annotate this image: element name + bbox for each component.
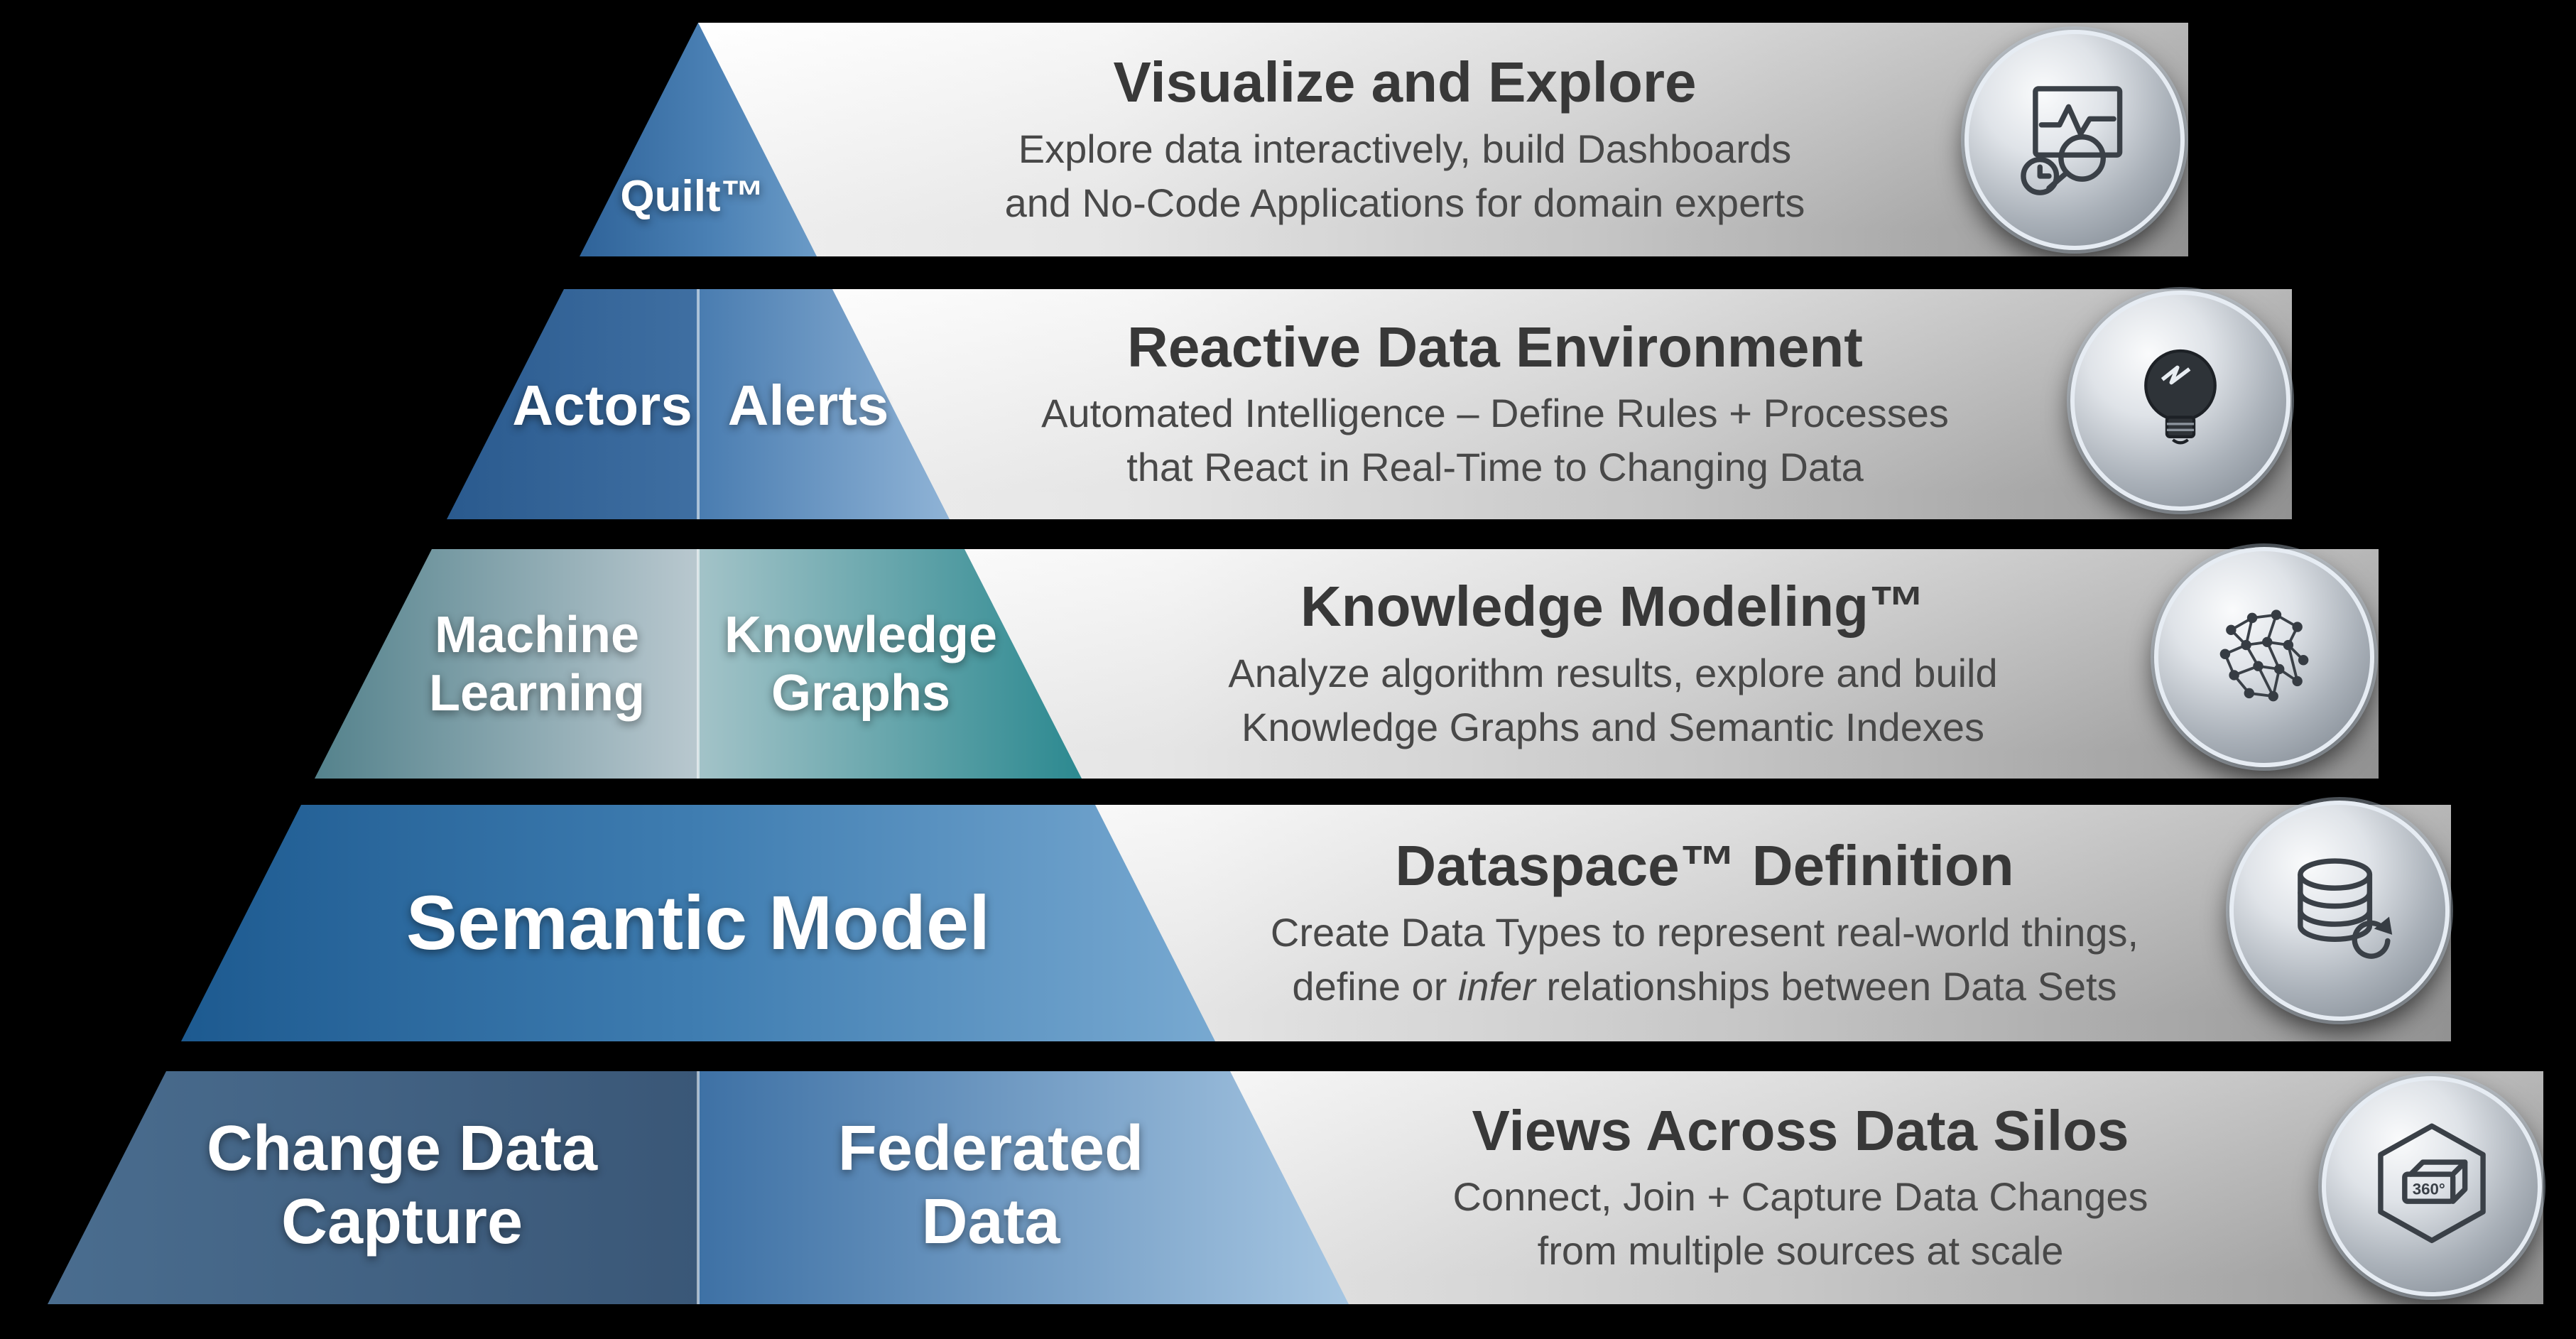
pyramid-label-actors: Actors xyxy=(512,374,692,437)
layer-description-line1: Automated Intelligence – Define Rules + … xyxy=(1041,391,1949,436)
layer-title: Dataspace™ Definition xyxy=(1395,834,2014,898)
layer-description-line2: define or infer relationships between Da… xyxy=(1271,960,2138,1014)
segment-divider xyxy=(697,549,700,779)
pyramid-label-change-data-capture: Change Data Capture xyxy=(207,1112,597,1258)
layer-title: Views Across Data Silos xyxy=(1472,1098,2129,1162)
layer-description-line2: Knowledge Graphs and Semantic Indexes xyxy=(1241,704,1984,749)
layer-description-line2: that React in Real-Time to Changing Data xyxy=(1126,445,1864,490)
dashboard-magnifier-clock-icon xyxy=(1964,30,2185,250)
layer-description-line2: and No-Code Applications for domain expe… xyxy=(1004,180,1805,225)
layer-bar xyxy=(698,23,2188,256)
layer-row-reactive-data-environment: Actors Alerts Reactive Data Environment … xyxy=(0,289,2576,519)
layer-text-block: Knowledge Modeling™ Analyze algorithm re… xyxy=(1228,549,1997,779)
pyramid-label-machine-learning: Machine Learning xyxy=(429,606,645,722)
pyramid-segment-federated-data xyxy=(698,1071,1349,1304)
description-text: define or xyxy=(1292,963,1458,1009)
pyramid-label-line: Federated xyxy=(837,1113,1144,1184)
layer-row-dataspace-definition: Semantic Model Dataspace™ Definition Cre… xyxy=(0,801,2576,1041)
layer-text-block: Visualize and Explore Explore data inter… xyxy=(1005,23,1805,256)
icon-360-text: 360° xyxy=(2413,1181,2445,1198)
pyramid-segment-change-data-capture xyxy=(48,1071,698,1304)
knowledge-graph-icon-svg xyxy=(2219,609,2309,702)
database-sync-icon-svg xyxy=(2298,858,2393,959)
lightbulb-icon xyxy=(2070,291,2290,511)
layer-description: Connect, Join + Capture Data Changes fro… xyxy=(1452,1170,2148,1278)
pyramid-label-knowledge-graphs: Knowledge Graphs xyxy=(724,606,997,722)
layer-text-block: Dataspace™ Definition Create Data Types … xyxy=(1271,805,2138,1041)
pyramid-label-line: Machine xyxy=(434,607,640,663)
layer-title: Knowledge Modeling™ xyxy=(1300,575,1925,639)
layer-description: Create Data Types to represent real-worl… xyxy=(1271,906,2138,1014)
pyramid-label-line: Change Data xyxy=(206,1113,598,1184)
pyramid-label-quilt: Quilt™ xyxy=(620,172,765,221)
hexagon-360-icon-svg: 360° xyxy=(2378,1123,2486,1244)
database-sync-icon xyxy=(2229,801,2450,1021)
pyramid-label-federated-data: Federated Data xyxy=(838,1112,1143,1258)
pyramid-label-line: Learning xyxy=(428,665,646,722)
pyramid-label-line: Graphs xyxy=(771,665,951,722)
layer-description: Automated Intelligence – Define Rules + … xyxy=(1041,386,1949,494)
layer-description: Analyze algorithm results, explore and b… xyxy=(1228,646,1997,754)
lightbulb-icon-svg xyxy=(2144,349,2217,445)
layer-description-line1: Analyze algorithm results, explore and b… xyxy=(1228,650,1998,695)
layer-text-block: Reactive Data Environment Automated Inte… xyxy=(1041,289,1949,519)
segment-divider xyxy=(697,1071,700,1304)
pyramid-label-semantic-model: Semantic Model xyxy=(406,879,991,965)
pyramid-label-line: Capture xyxy=(281,1186,523,1257)
pyramid-label-alerts: Alerts xyxy=(727,374,889,437)
layer-text-block: Views Across Data Silos Connect, Join + … xyxy=(1452,1071,2148,1304)
description-italic-text: infer xyxy=(1457,963,1536,1009)
hexagon-360-icon: 360° xyxy=(2322,1076,2542,1296)
knowledge-graph-icon xyxy=(2154,547,2374,767)
description-text: relationships between Data Sets xyxy=(1535,963,2117,1009)
layer-row-views-across-data-silos: Change Data Capture Federated Data Views… xyxy=(0,1071,2576,1304)
layer-title: Visualize and Explore xyxy=(1113,50,1697,114)
layer-row-knowledge-modeling: Machine Learning Knowledge Graphs Knowle… xyxy=(0,547,2576,779)
layer-title: Reactive Data Environment xyxy=(1127,315,1863,379)
segment-divider xyxy=(697,289,700,519)
layer-description-line1: Create Data Types to represent real-worl… xyxy=(1270,909,2139,955)
layer-description: Explore data interactively, build Dashbo… xyxy=(1005,122,1805,230)
layer-description-line1: Explore data interactively, build Dashbo… xyxy=(1018,126,1792,171)
pyramid-label-line: Knowledge xyxy=(724,607,998,663)
layer-description-line2: from multiple sources at scale xyxy=(1537,1228,2064,1274)
layer-description-line1: Connect, Join + Capture Data Changes xyxy=(1452,1174,2148,1220)
layer-row-visualize-and-explore: Quilt™ Visualize and Explore Explore dat… xyxy=(0,23,2576,256)
pyramid-segment-semantic-model xyxy=(181,805,1215,1041)
pyramid-label-line: Data xyxy=(921,1186,1060,1257)
layer-bar xyxy=(698,289,2292,519)
dashboard-magnifier-clock-icon-svg xyxy=(2021,86,2123,195)
